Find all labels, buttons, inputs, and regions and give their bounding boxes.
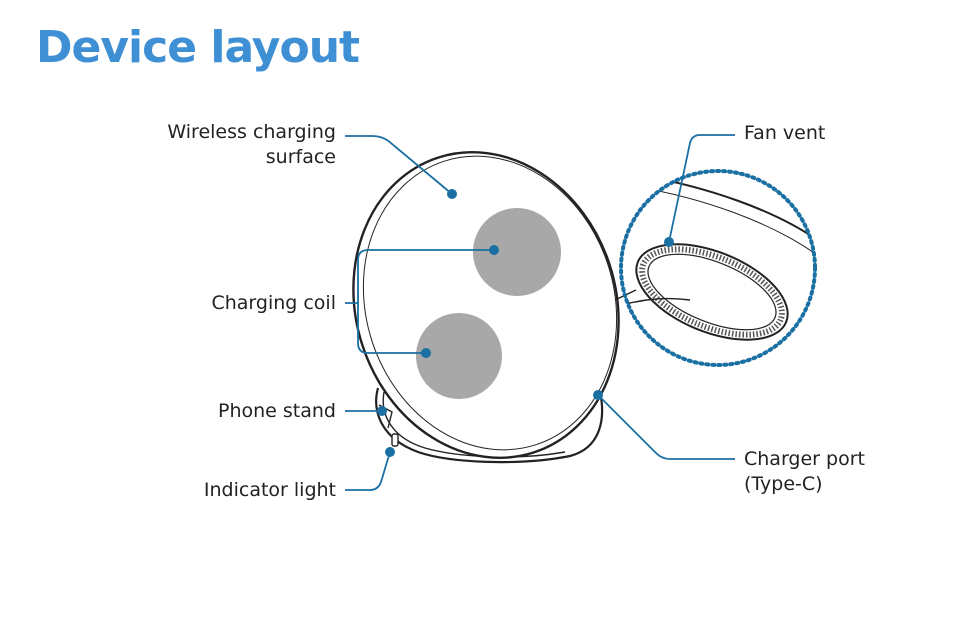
label-indicator-light: Indicator light xyxy=(203,479,336,501)
callout-dot-coil-lower xyxy=(421,348,431,358)
callout-wireless-surface xyxy=(345,135,453,195)
callout-dot-phone-stand xyxy=(377,406,387,416)
label-wireless-charging-surface: Wireless charging surface xyxy=(167,120,336,170)
label-wireless-line2: surface xyxy=(265,146,336,168)
label-charging-coil: Charging coil xyxy=(211,292,336,314)
label-charger-port-line2: (Type-C) xyxy=(744,473,823,495)
callout-fan-vent xyxy=(668,134,735,243)
label-phone-stand: Phone stand xyxy=(218,400,336,422)
label-wireless-line1: Wireless charging xyxy=(167,121,336,143)
charging-coil-lower xyxy=(416,313,502,399)
callout-dot-fan-vent xyxy=(664,237,674,247)
callout-dot-wireless-surface xyxy=(447,189,457,199)
callout-indicator-light xyxy=(345,451,391,491)
phone-stand-rim xyxy=(382,391,566,458)
callout-charger-port xyxy=(597,394,735,460)
charging-coil-upper xyxy=(473,208,561,296)
callout-dot-charger-port xyxy=(593,390,603,400)
wireless-charging-surface xyxy=(352,151,620,459)
callout-charging-coil xyxy=(345,249,494,354)
callout-dot-coil-upper xyxy=(489,245,499,255)
callout-dot-indicator-light xyxy=(385,447,395,457)
label-charger-port-line1: Charger port xyxy=(744,448,865,470)
page-title: Device layout xyxy=(36,22,360,73)
zoom-circle xyxy=(619,169,817,367)
surface-inner-edge xyxy=(362,155,618,451)
label-charger-port: Charger port (Type-C) xyxy=(744,447,865,497)
fan-vent-detail xyxy=(621,171,815,341)
indicator-light xyxy=(391,433,399,447)
label-fan-vent: Fan vent xyxy=(744,122,826,144)
